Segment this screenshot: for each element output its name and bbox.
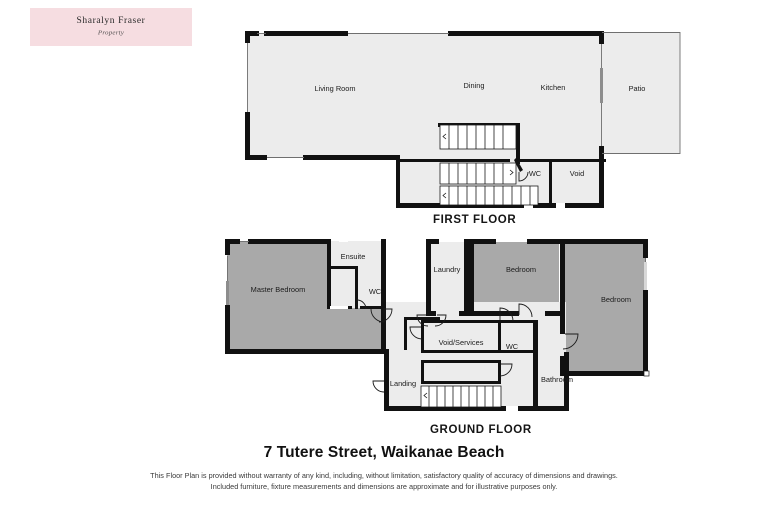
first-floor-staircase	[439, 124, 539, 206]
room-label-patio: Patio	[629, 84, 646, 93]
room-label-kitchen: Kitchen	[541, 83, 566, 92]
room-label-void-services: Void/Services	[439, 338, 484, 347]
room-label-master-bedroom: Master Bedroom	[251, 285, 306, 294]
first-floor-doors	[518, 171, 529, 182]
ground-floor-staircase	[420, 385, 502, 408]
disclaimer-line-1: This Floor Plan is provided without warr…	[150, 471, 618, 480]
ground-floor-room-labels: Master Bedroom Ensuite WC Laundry Bedroo…	[251, 252, 631, 388]
room-label-wc-ensuite: WC	[369, 287, 382, 296]
room-label-living-room: Living Room	[314, 84, 355, 93]
ground-floor-doors	[356, 299, 579, 393]
first-floor-fills	[247, 33, 680, 207]
first-floor-plan: Living Room Dining Kitchen Patio WC Void	[245, 31, 681, 208]
first-floor-room-labels: Living Room Dining Kitchen Patio WC Void	[314, 81, 645, 178]
ground-floor-plan: Master Bedroom Ensuite WC Laundry Bedroo…	[225, 238, 650, 411]
page-title: 7 Tutere Street, Waikanae Beach	[263, 444, 505, 461]
disclaimer-line-2: Included furniture, fixture measurements…	[210, 482, 558, 492]
room-label-bedroom-3: Bedroom	[601, 295, 631, 304]
patio-outline	[602, 32, 681, 154]
room-label-wc-ground: WC	[506, 342, 519, 351]
room-label-laundry: Laundry	[434, 265, 461, 274]
room-label-void-first: Void	[570, 169, 584, 178]
ground-floor-windows	[226, 241, 650, 377]
brand-name: Sharalyn Fraser	[76, 16, 146, 27]
first-floor-windows	[247, 33, 603, 158]
first-floor-caption: FIRST FLOOR	[433, 214, 517, 226]
ground-floor-walls	[225, 238, 648, 411]
room-label-ensuite: Ensuite	[341, 252, 366, 261]
brand-logo: Sharalyn Fraser Property	[30, 8, 192, 46]
brand-tagline: Property	[97, 29, 125, 37]
first-floor-walls	[245, 31, 606, 208]
room-label-wc-first: WC	[529, 169, 542, 178]
room-label-bathroom: Bathroom	[541, 375, 573, 384]
room-label-dining: Dining	[464, 81, 485, 90]
ground-floor-caption: GROUND FLOOR	[430, 424, 532, 436]
room-label-bedroom-2: Bedroom	[506, 265, 536, 274]
disclaimer: This Floor Plan is provided without warr…	[0, 470, 768, 493]
room-label-landing: Landing	[390, 379, 416, 388]
